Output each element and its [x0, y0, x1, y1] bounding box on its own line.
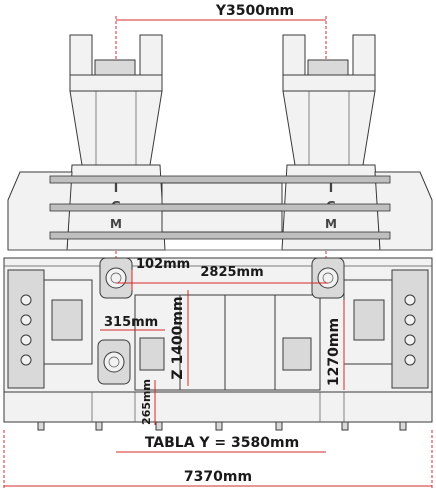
table-window-right [282, 337, 312, 371]
right-bolt-1 [404, 294, 416, 306]
head-height-dimension: 1270mm [326, 300, 345, 390]
y-travel-label: Y3500mm [215, 3, 294, 19]
left-brand-i: I [114, 181, 118, 195]
right-column-cap [307, 59, 349, 76]
foot-7 [399, 421, 407, 431]
head-width-label: 315mm [104, 315, 158, 330]
rail-gap-lower [161, 210, 283, 233]
right-bolt-4 [404, 354, 416, 366]
left-lower-head [97, 339, 131, 385]
left-lower-spindle-core [108, 356, 120, 368]
left-side-panel [7, 269, 45, 389]
offset-left-label: 102mm [136, 257, 190, 272]
z-travel-label: Z 1400mm [170, 296, 186, 379]
table-y-dimension: TABLA Y = 3580mm [116, 435, 326, 453]
left-column-post-b [139, 34, 163, 76]
left-column: I G M [66, 34, 166, 251]
left-bolt-2 [20, 314, 32, 326]
left-bolt-3 [20, 334, 32, 346]
left-column-cap [94, 59, 136, 76]
overall-width-dimension: 7370mm [3, 430, 433, 490]
left-motor-window [51, 299, 83, 341]
right-column-body [282, 90, 376, 166]
right-column-post-a [282, 34, 306, 76]
base-plate [3, 391, 433, 423]
right-side-panel [391, 269, 429, 389]
table-panel-3 [224, 294, 276, 391]
left-column-body [69, 90, 163, 166]
lower-frame [3, 257, 433, 393]
foot-3 [155, 421, 163, 431]
left-column-post-a [69, 34, 93, 76]
rail-top [49, 175, 391, 184]
bottom-gap-dimension: 265mm [140, 379, 156, 425]
head-width-dimension: 315mm [100, 315, 165, 331]
foot-6 [341, 421, 349, 431]
left-bolt-4 [20, 354, 32, 366]
right-motor-window [353, 299, 385, 341]
right-bolt-2 [404, 314, 416, 326]
spindle-span-label: 2825mm [200, 265, 263, 280]
z-travel-dimension: Z 1400mm [170, 290, 189, 386]
right-brand-m: M [325, 217, 337, 231]
left-bolt-1 [20, 294, 32, 306]
left-lower-spindle [103, 351, 125, 373]
table-window-left [139, 337, 165, 371]
machine-base [3, 391, 433, 431]
right-bolt-3 [404, 334, 416, 346]
table-panel-2 [179, 294, 226, 391]
foot-4 [215, 421, 223, 431]
rail-gap-upper [161, 182, 283, 205]
right-column-post-b [352, 34, 376, 76]
right-brand-i: I [329, 181, 333, 195]
rail-bottom [49, 231, 391, 240]
foot-5 [275, 421, 283, 431]
rail-middle [49, 203, 391, 212]
spindle-span-dimension: 102mm 2825mm [116, 257, 328, 290]
foot-1 [37, 421, 45, 431]
bottom-gap-label: 265mm [140, 379, 153, 425]
right-upper-head [311, 257, 345, 299]
left-upper-head [99, 257, 133, 299]
left-upper-spindle [105, 267, 127, 289]
right-upper-spindle [317, 267, 339, 289]
cross-rail [7, 171, 433, 251]
left-column-crossbar [69, 74, 163, 92]
overall-width-label: 7370mm [184, 469, 252, 485]
table-y-label: TABLA Y = 3580mm [145, 435, 299, 451]
right-column: I G M [281, 34, 381, 251]
left-brand-m: M [110, 217, 122, 231]
foot-2 [95, 421, 103, 431]
right-column-crossbar [282, 74, 376, 92]
head-height-label: 1270mm [326, 318, 342, 386]
